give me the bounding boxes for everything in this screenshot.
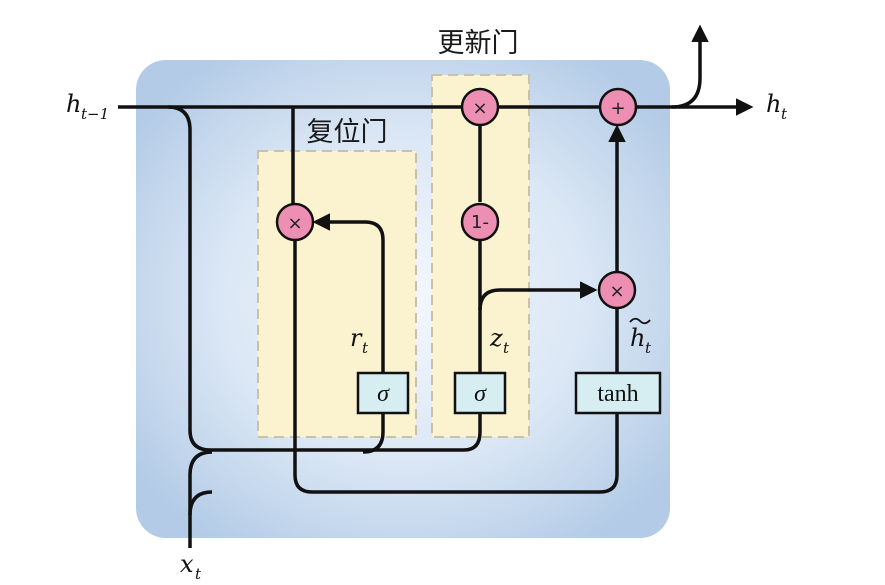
sigma-reset-label: σ: [377, 381, 390, 407]
wire-z-to-htilde-mult: [478, 281, 598, 311]
wire-r-to-mult: [312, 213, 385, 373]
sigma-update-box: σ: [453, 371, 507, 415]
svg-text:t: t: [781, 105, 788, 123]
candidate-multiply-op: ×: [597, 270, 637, 310]
reset-multiply-op: ×: [275, 202, 315, 242]
multiply-symbol: ×: [287, 213, 302, 234]
svg-text:x: x: [180, 550, 194, 578]
add-symbol: +: [610, 98, 625, 119]
svg-text:z: z: [489, 324, 503, 352]
one-minus-op: 1-: [460, 202, 500, 242]
sigma-update-label: σ: [474, 381, 487, 407]
x-in-label: x t: [180, 550, 202, 583]
svg-text:t−1: t−1: [81, 105, 109, 123]
update-gate-label: 更新门: [438, 28, 519, 59]
update-multiply-op: ×: [460, 87, 500, 127]
reset-gate-label: 复位门: [307, 117, 388, 148]
svg-text:r: r: [350, 324, 363, 352]
wire-x-to-reset: [362, 413, 385, 454]
svg-text:h: h: [630, 324, 645, 352]
multiply-symbol: ×: [472, 98, 487, 119]
svg-text:t: t: [503, 339, 510, 357]
wire-hprev-down: [167, 105, 482, 452]
svg-text:h: h: [766, 90, 781, 118]
one-minus-symbol: 1-: [471, 212, 489, 233]
wire-x-up2: [188, 490, 213, 516]
h-prev-label: h t−1: [66, 90, 109, 123]
wires: [118, 24, 754, 548]
add-op: +: [598, 87, 638, 127]
multiply-symbol: ×: [609, 281, 624, 302]
wire-reset-to-tanh: [293, 239, 619, 494]
tilde-mark: [629, 317, 651, 325]
z-label: z t: [489, 324, 510, 357]
tanh-box: tanh: [574, 371, 662, 415]
wire-output-up: [671, 24, 709, 109]
svg-text:h: h: [66, 90, 81, 118]
h-tilde-label: h t: [629, 317, 652, 357]
svg-text:t: t: [195, 565, 202, 583]
sigma-reset-box: σ: [356, 371, 410, 415]
tanh-label: tanh: [597, 381, 638, 407]
svg-text:t: t: [362, 339, 369, 357]
svg-text:t: t: [645, 339, 652, 357]
h-out-label: h t: [766, 90, 788, 123]
r-label: r t: [350, 324, 369, 357]
wire-x-up: [188, 450, 213, 548]
